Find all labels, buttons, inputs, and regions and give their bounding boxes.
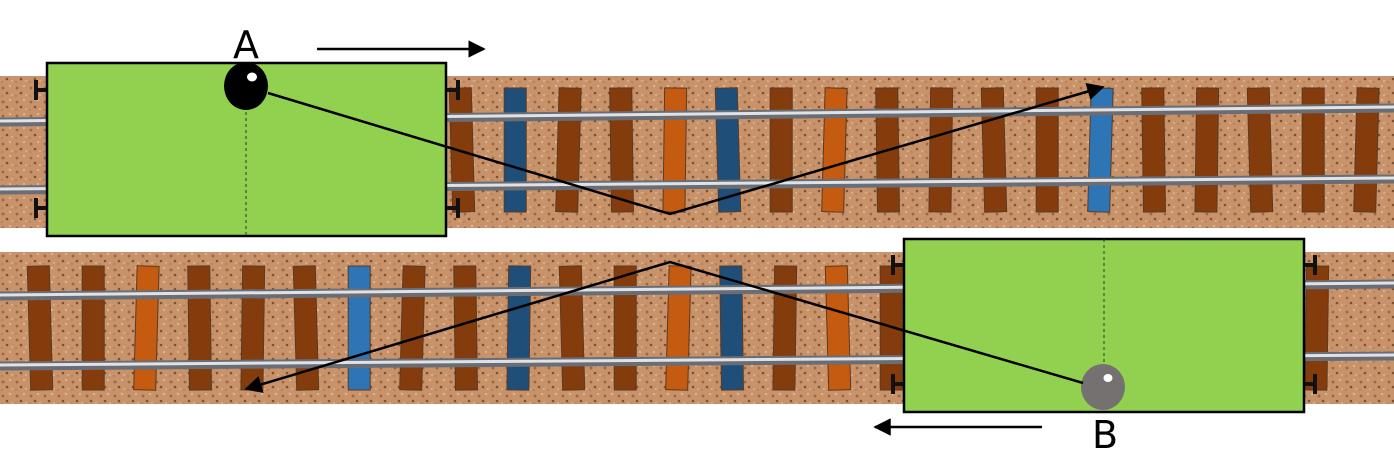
- top-track-tie: [662, 87, 688, 213]
- wagon-a-couplers: [34, 80, 460, 218]
- bottom-track-tie: [187, 265, 212, 391]
- bottom-track-tie: [453, 265, 478, 391]
- path-a: [267, 83, 1105, 216]
- ball-b: [1081, 364, 1125, 410]
- wagon-b-couplers: [891, 255, 1317, 394]
- top-track-tie: [769, 87, 793, 213]
- ball-path: [244, 83, 1105, 393]
- label-a: A: [233, 23, 259, 67]
- wagon-b: [891, 237, 1317, 414]
- bottom-track-tie: [81, 265, 105, 391]
- top-track-tie: [928, 87, 954, 213]
- bottom-track-tie: [665, 265, 692, 391]
- bottom-track-tie: [613, 265, 637, 391]
- bottom-track-tie: [772, 265, 798, 391]
- bottom-track-tie: [133, 265, 160, 391]
- path-b: [244, 260, 1084, 393]
- ball-b-highlight: [1103, 374, 1113, 382]
- wagon-a: [34, 61, 460, 238]
- bottom-track-tie: [506, 265, 532, 391]
- ball-a-highlight: [247, 72, 257, 82]
- ball-a: [224, 62, 268, 110]
- bottom-track-tie: [719, 265, 744, 391]
- top-track-tie: [609, 87, 634, 213]
- bottom-track-tie: [558, 265, 586, 391]
- label-b: B: [1092, 413, 1118, 457]
- bottom-track-tie: [26, 265, 54, 391]
- top-track-tie: [503, 87, 527, 213]
- bottom-track-tie: [347, 265, 371, 391]
- bottom-track-tie: [399, 265, 426, 391]
- top-track-tie: [980, 87, 1008, 213]
- top-track-tie: [821, 87, 848, 213]
- top-track-tie: [555, 87, 582, 213]
- bottom-track-tie: [240, 265, 266, 391]
